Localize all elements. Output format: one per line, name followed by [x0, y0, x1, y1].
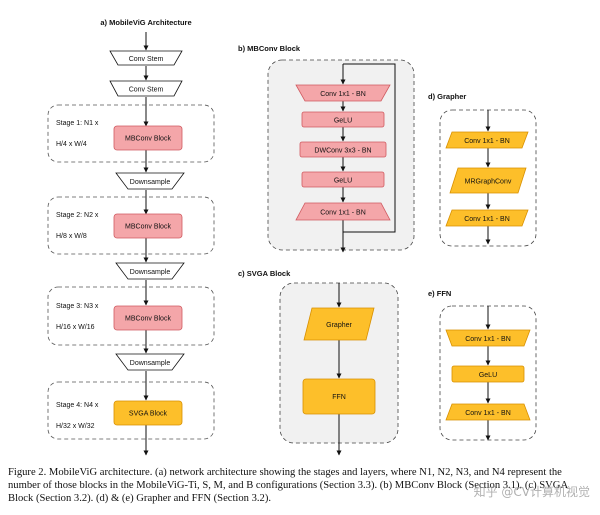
downsample-2-label: Downsample [130, 269, 171, 276]
downsample-3: Downsample [115, 353, 185, 371]
grapher-mrgraphconv-label: MRGraphConv [465, 179, 512, 186]
mbconv-gelu-2: GeLU [301, 171, 385, 188]
ffn-conv1-bottom: Conv 1x1 - BN [445, 403, 531, 421]
mbconv-dwconv: DWConv 3x3 - BN [299, 141, 387, 158]
architecture-diagram: a) MobileViG Architecture Conv Stem Conv… [47, 18, 537, 456]
svga-grapher-label: Grapher [326, 322, 352, 329]
stage-3: Stage 3: N3 x H/16 x W/16 MBConv Block [47, 286, 215, 346]
mbconv-conv1-top-label: Conv 1x1 - BN [320, 91, 366, 98]
mbconv-conv1-bottom: Conv 1x1 - BN [295, 202, 391, 221]
mbconv-dwconv-label: DWConv 3x3 - BN [314, 148, 371, 155]
mbconv-gelu-1-label: GeLU [334, 118, 352, 125]
downsample-1-label: Downsample [130, 179, 171, 186]
stage-4-title: Stage 4: N4 x [56, 402, 99, 409]
watermark: 知乎 @CV计算机视觉 [473, 485, 590, 499]
panel-d: d) Grapher Conv 1x1 - BN MRGraphConv Con… [428, 92, 537, 247]
panel-b: b) MBConv Block Conv 1x1 - BN GeLU DWCon… [238, 44, 415, 253]
mbconv-gelu-1: GeLU [301, 111, 385, 128]
panel-b-title: b) MBConv Block [238, 44, 301, 53]
panel-c: c) SVGA Block Grapher FFN [238, 269, 399, 456]
panel-c-title: c) SVGA Block [238, 269, 291, 278]
panel-a: a) MobileViG Architecture Conv Stem Conv… [47, 18, 215, 456]
ffn-gelu: GeLU [451, 365, 525, 383]
svga-ffn: FFN [302, 378, 376, 415]
grapher-conv1-bottom: Conv 1x1 - BN [445, 209, 529, 227]
mbconv-gelu-2-label: GeLU [334, 178, 352, 185]
stage-4-block: SVGA Block [129, 411, 168, 418]
svga-grapher: Grapher [303, 307, 375, 341]
ffn-conv1-bottom-label: Conv 1x1 - BN [465, 410, 511, 417]
svga-ffn-label: FFN [332, 394, 346, 401]
stage-3-size: H/16 x W/16 [56, 324, 95, 331]
ffn-conv1-top: Conv 1x1 - BN [445, 329, 531, 347]
ffn-conv1-top-label: Conv 1x1 - BN [465, 336, 511, 343]
stage-4: Stage 4: N4 x H/32 x W/32 SVGA Block [47, 381, 215, 440]
panel-e-title: e) FFN [428, 289, 451, 298]
stage-1: Stage 1: N1 x H/4 x W/4 MBConv Block [47, 104, 215, 163]
stage-1-block: MBConv Block [125, 136, 171, 143]
conv-stem-2: Conv Stem [109, 80, 183, 97]
ffn-gelu-label: GeLU [479, 372, 497, 379]
downsample-1: Downsample [115, 172, 185, 190]
stage-2-block: MBConv Block [125, 224, 171, 231]
downsample-2: Downsample [115, 262, 185, 280]
grapher-conv1-top-label: Conv 1x1 - BN [464, 138, 510, 145]
mbconv-conv1-bottom-label: Conv 1x1 - BN [320, 210, 366, 217]
stage-2: Stage 2: N2 x H/8 x W/8 MBConv Block [47, 196, 215, 255]
stage-1-title: Stage 1: N1 x [56, 120, 99, 127]
grapher-conv1-top: Conv 1x1 - BN [445, 131, 529, 149]
mbconv-conv1-top: Conv 1x1 - BN [295, 84, 391, 102]
stage-1-size: H/4 x W/4 [56, 141, 87, 148]
conv-stem-1-label: Conv Stem [129, 56, 164, 63]
grapher-mrgraphconv: MRGraphConv [449, 167, 527, 194]
stage-3-title: Stage 3: N3 x [56, 303, 99, 310]
stage-2-size: H/8 x W/8 [56, 233, 87, 240]
stage-2-title: Stage 2: N2 x [56, 212, 99, 219]
stage-4-size: H/32 x W/32 [56, 423, 95, 430]
panel-e: e) FFN Conv 1x1 - BN GeLU Conv 1x1 - BN [428, 289, 537, 441]
panel-d-title: d) Grapher [428, 92, 466, 101]
panel-a-title: a) MobileViG Architecture [100, 18, 191, 27]
figure-caption: Figure 2. MobileViG architecture. (a) ne… [8, 467, 568, 504]
downsample-3-label: Downsample [130, 360, 171, 367]
grapher-conv1-bottom-label: Conv 1x1 - BN [464, 216, 510, 223]
conv-stem-2-label: Conv Stem [129, 87, 164, 94]
stage-3-block: MBConv Block [125, 316, 171, 323]
conv-stem-1: Conv Stem [109, 50, 183, 66]
